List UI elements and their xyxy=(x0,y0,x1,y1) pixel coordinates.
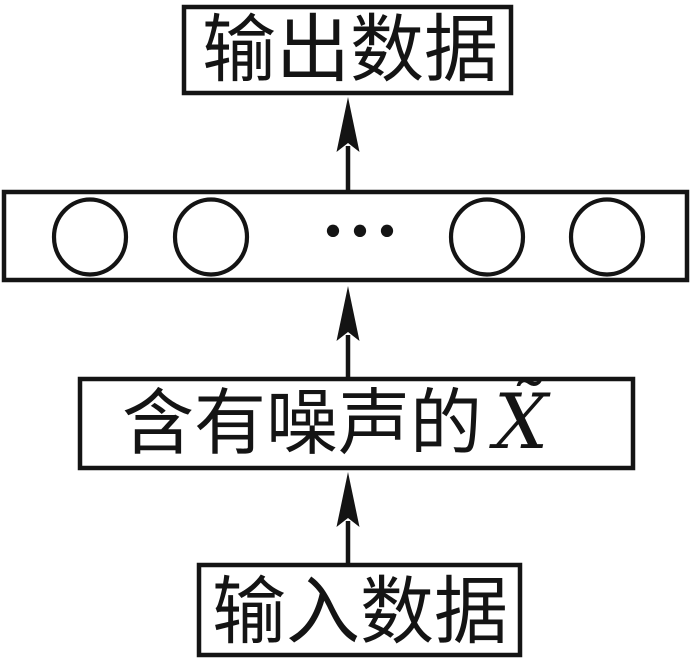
noisy-input-node: 含有噪声的 X̃ xyxy=(77,376,636,471)
arrow-up-input-to-noisy xyxy=(336,472,360,563)
output-box xyxy=(181,4,514,96)
neuron-circle xyxy=(448,197,526,277)
arrow-up-hidden-to-output xyxy=(336,97,360,190)
output-box-label: 输出数据 xyxy=(202,10,498,92)
output-node: 输出数据 xyxy=(181,4,514,96)
noisy-x-symbol: X̃ xyxy=(489,376,551,466)
noisy-input-box xyxy=(77,376,636,471)
input-box-label: 输入数据 xyxy=(212,572,508,654)
neuron-circle xyxy=(172,197,250,277)
neuron-circle xyxy=(568,197,646,277)
noisy-input-box-label: 含有噪声的 xyxy=(122,384,482,464)
arrow-up-noisy-to-hidden xyxy=(336,286,360,378)
input-box xyxy=(196,562,523,658)
hidden-layer-node: ··· xyxy=(1,189,690,283)
arrowhead-up-icon xyxy=(336,97,360,152)
input-node: 输入数据 xyxy=(196,562,523,658)
arrowhead-up-icon xyxy=(336,472,360,527)
neuron-circle xyxy=(51,197,129,277)
arrowhead-up-icon xyxy=(336,286,360,341)
ellipsis-label: ··· xyxy=(322,192,403,270)
